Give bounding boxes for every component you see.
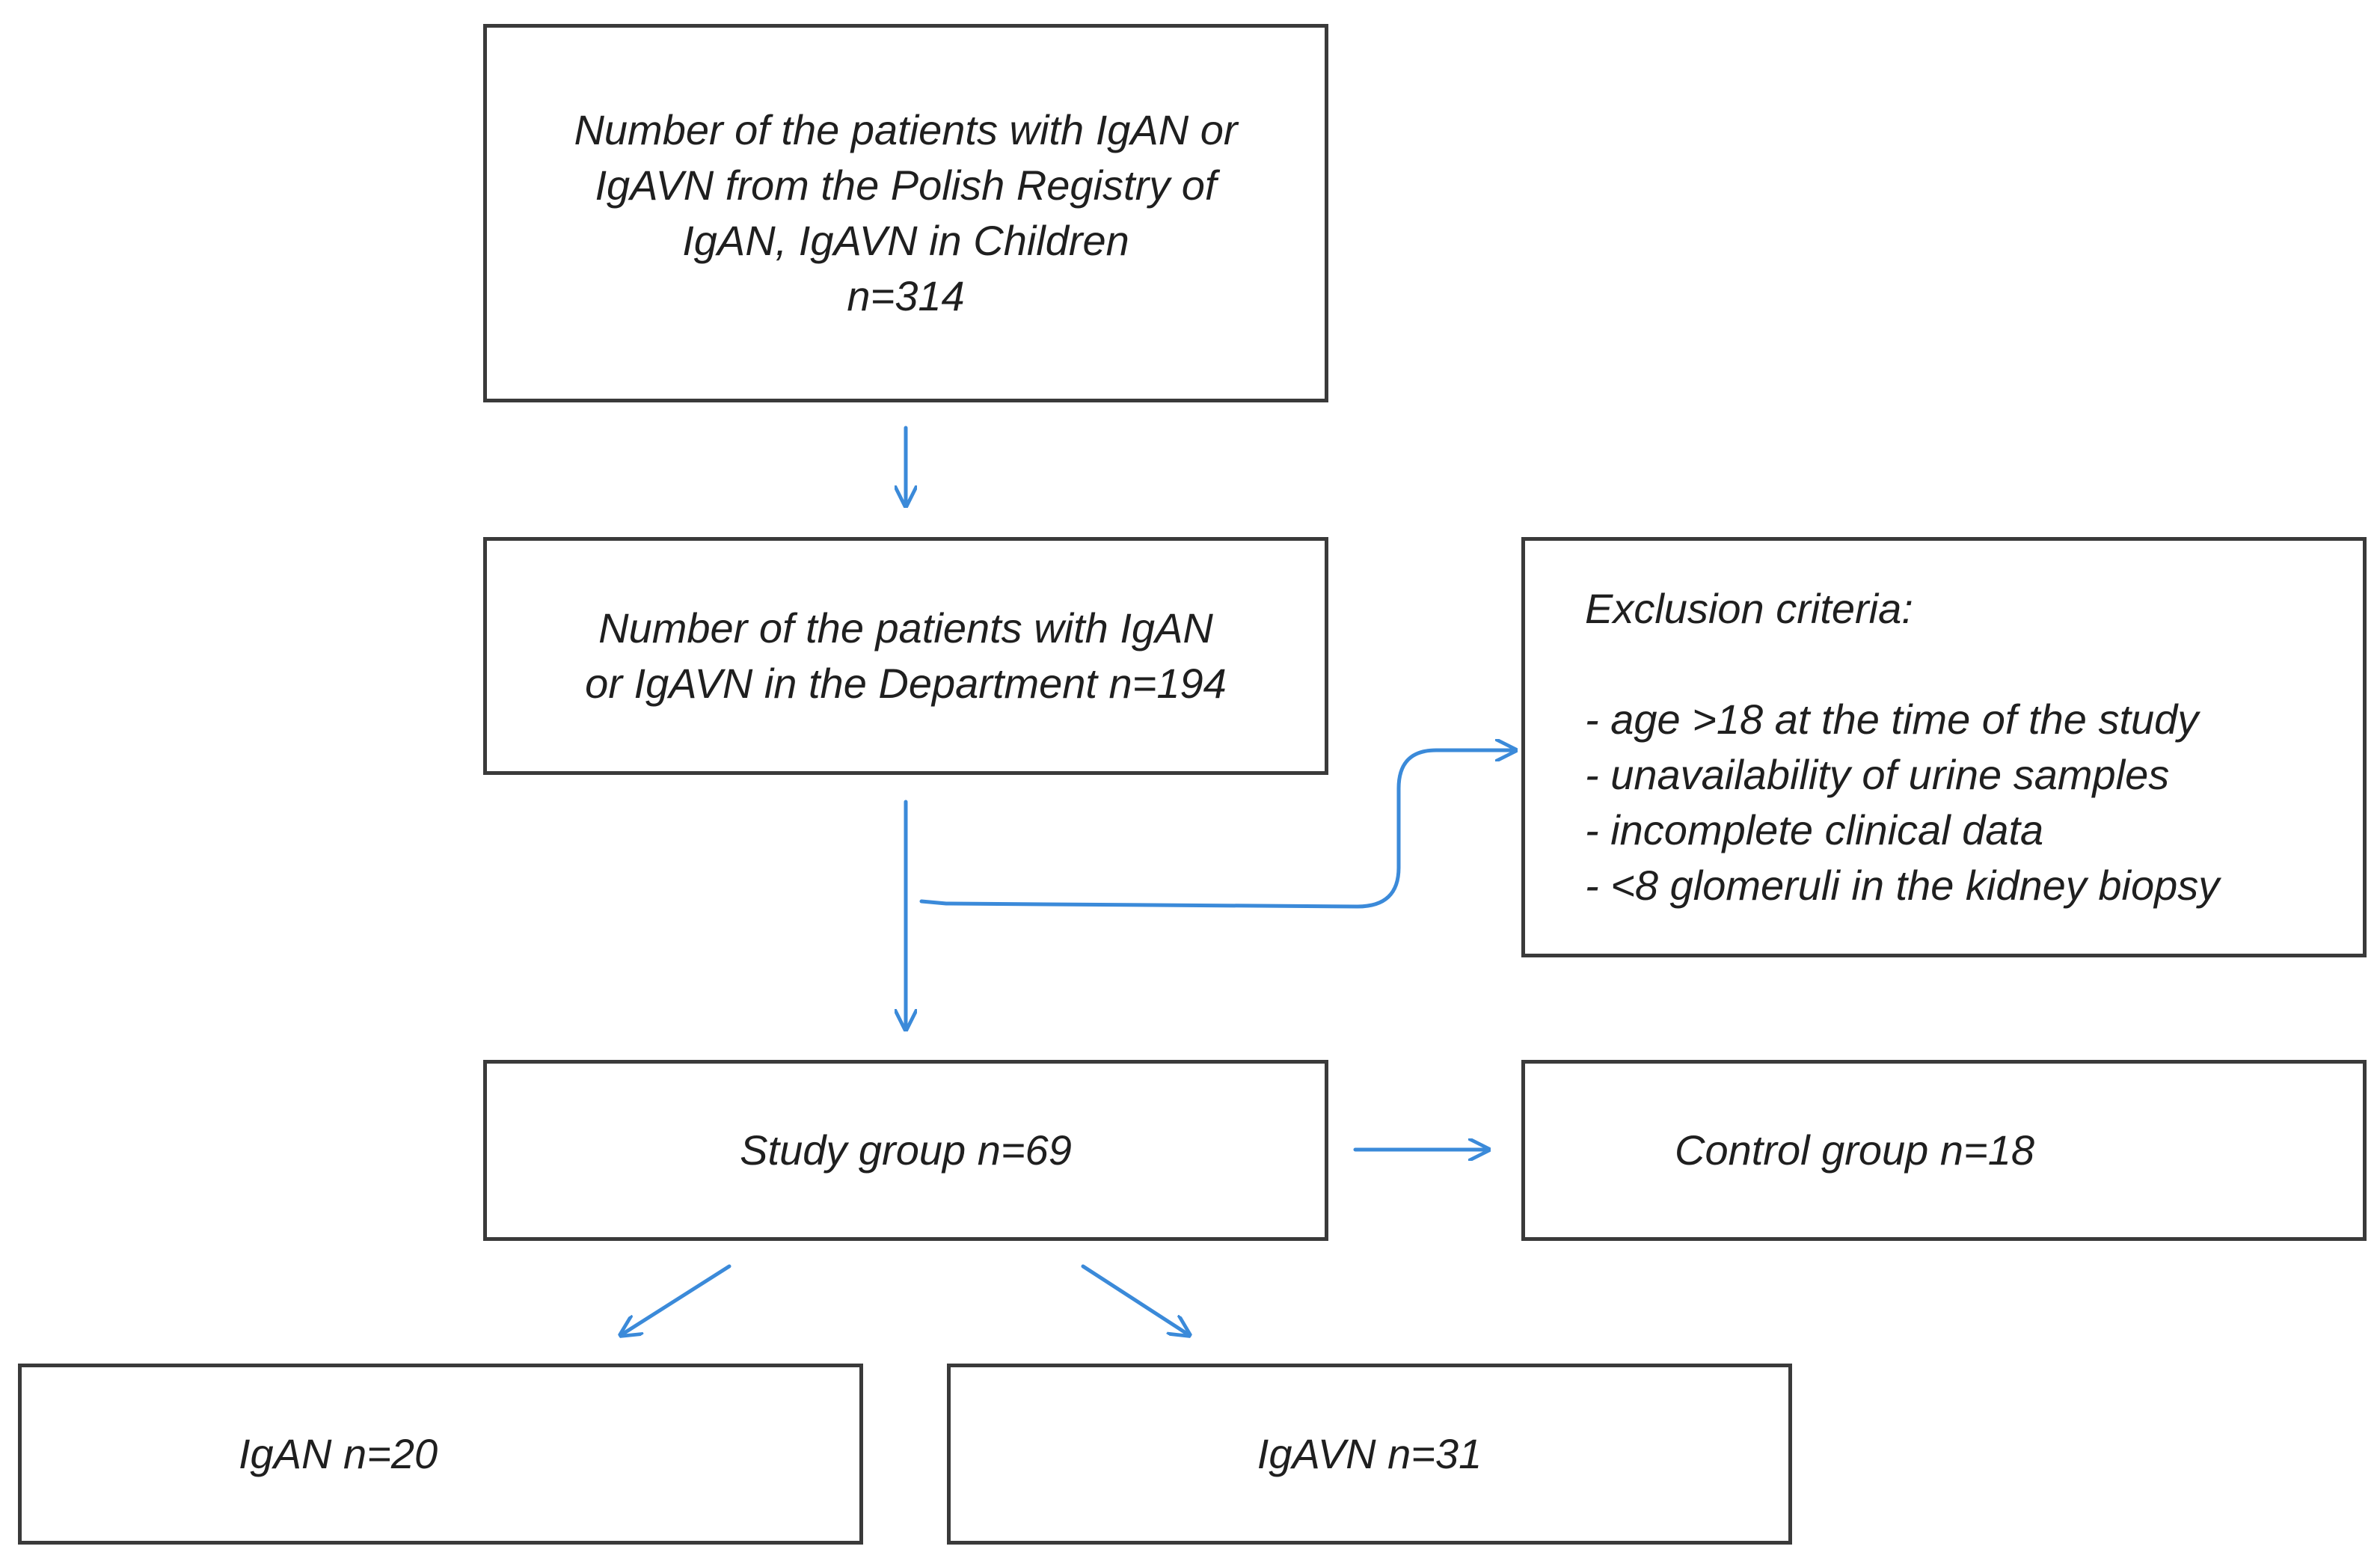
exclusion-item: - unavailability of urine samples <box>1585 751 2170 798</box>
registry-line-2: IgAVN from the Polish Registry of <box>595 162 1217 209</box>
department-line-2: or IgAVN in the Department n=194 <box>585 660 1227 707</box>
exclusion-item: - incomplete clinical data <box>1585 806 2044 853</box>
arrow-study-to-igan <box>621 1264 732 1335</box>
exclusion-criteria-box: Exclusion criteria: - age >18 at the tim… <box>1521 537 2367 957</box>
igan-label: IgAN n=20 <box>239 1430 438 1477</box>
registry-count: n=314 <box>847 272 965 319</box>
registry-line-1: Number of the patients with IgAN or <box>574 106 1238 153</box>
control-group-box: Control group n=18 <box>1521 1060 2367 1241</box>
exclusion-item: - age >18 at the time of the study <box>1585 696 2199 743</box>
arrow-study-to-igavn <box>1081 1264 1189 1335</box>
igan-box: IgAN n=20 <box>18 1364 863 1545</box>
registry-box: Number of the patients with IgAN or IgAV… <box>483 24 1328 402</box>
study-group-label: Study group n=69 <box>740 1126 1072 1174</box>
exclusion-item: - <8 glomeruli in the kidney biopsy <box>1585 862 2220 909</box>
igavn-box: IgAVN n=31 <box>947 1364 1792 1545</box>
department-line-1: Number of the patients with IgAN <box>598 604 1213 651</box>
department-box: Number of the patients with IgAN or IgAV… <box>483 537 1328 775</box>
igavn-label: IgAVN n=31 <box>1257 1430 1482 1477</box>
study-group-box: Study group n=69 <box>483 1060 1328 1241</box>
exclusion-criteria-title: Exclusion criteria: <box>1585 585 1913 632</box>
control-group-label: Control group n=18 <box>1675 1126 2035 1174</box>
registry-line-3: IgAN, IgAVN in Children <box>682 217 1129 264</box>
